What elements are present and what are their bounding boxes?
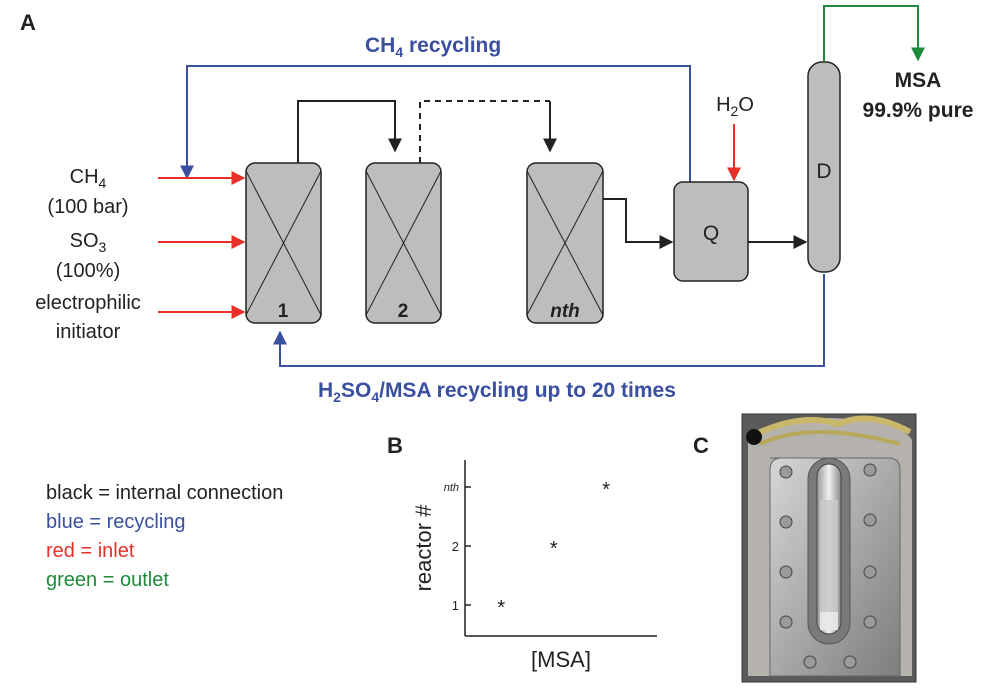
water-inlet-label: H2O <box>716 94 754 119</box>
chart-point-1: * <box>497 597 505 619</box>
distillation-label: D <box>816 160 831 183</box>
quench-vessel: Q <box>673 181 749 282</box>
legend-inlet: red = inlet <box>46 540 135 562</box>
reactor-2: 2 <box>365 162 442 324</box>
legend-internal-connection: black = internal connection <box>46 482 284 504</box>
clamp-knob <box>746 429 762 445</box>
panel-label-c: C <box>693 433 709 458</box>
reactor-1: 1 <box>245 162 322 324</box>
so3-inlet-label: SO3 <box>70 230 107 255</box>
legend-outlet: green = outlet <box>46 569 169 591</box>
ch4-recycling-line <box>180 65 691 182</box>
chart-points: * * * <box>497 479 610 619</box>
flange-bolts <box>779 463 877 669</box>
chart-ytick-label-1: 1 <box>452 598 459 613</box>
chart-y-axis-label: reactor # <box>411 504 436 592</box>
legend-recycling: blue = recycling <box>46 511 186 533</box>
product-label: MSA <box>895 69 942 92</box>
so3-purity-label: (100%) <box>56 260 120 282</box>
connection-2-to-nth-dashed <box>419 100 550 163</box>
reactor-nth: nth <box>526 162 604 324</box>
ch4-recycling-label: CH4 recycling <box>365 34 501 60</box>
tie-rope <box>750 415 912 439</box>
chart-ytick-label-nth: nth <box>444 482 459 494</box>
panel-label-b: B <box>387 433 403 458</box>
reactor-msa-chart: 1 2 nth reactor # [MSA] * * * <box>411 460 657 672</box>
chart-x-axis-label: [MSA] <box>531 647 591 672</box>
ch4-inlet-label: CH4 <box>70 166 107 191</box>
initiator-label-line2: initiator <box>56 321 121 343</box>
chart-ytick-label-2: 2 <box>452 539 459 554</box>
acid-recycling-label: H2SO4/MSA recycling up to 20 times <box>318 379 676 405</box>
chart-point-3: * <box>602 479 610 501</box>
connection-nth-to-q <box>603 198 674 249</box>
connection-1-to-2 <box>297 100 402 163</box>
reactor-1-label: 1 <box>278 301 289 322</box>
distillation-column: D <box>807 61 841 273</box>
acid-recycling-line <box>273 274 825 367</box>
chart-point-2: * <box>550 538 558 560</box>
reactor-nth-label: nth <box>550 301 580 322</box>
reactor-2-label: 2 <box>398 301 409 322</box>
reactor-photo <box>741 413 917 683</box>
panel-label-a: A <box>20 10 36 35</box>
product-purity-label: 99.9% pure <box>863 99 974 122</box>
quench-label: Q <box>703 222 719 245</box>
product-outlet-arrow <box>823 5 925 62</box>
ch4-pressure-label: (100 bar) <box>47 196 128 218</box>
initiator-label-line1: electrophilic <box>35 292 141 314</box>
